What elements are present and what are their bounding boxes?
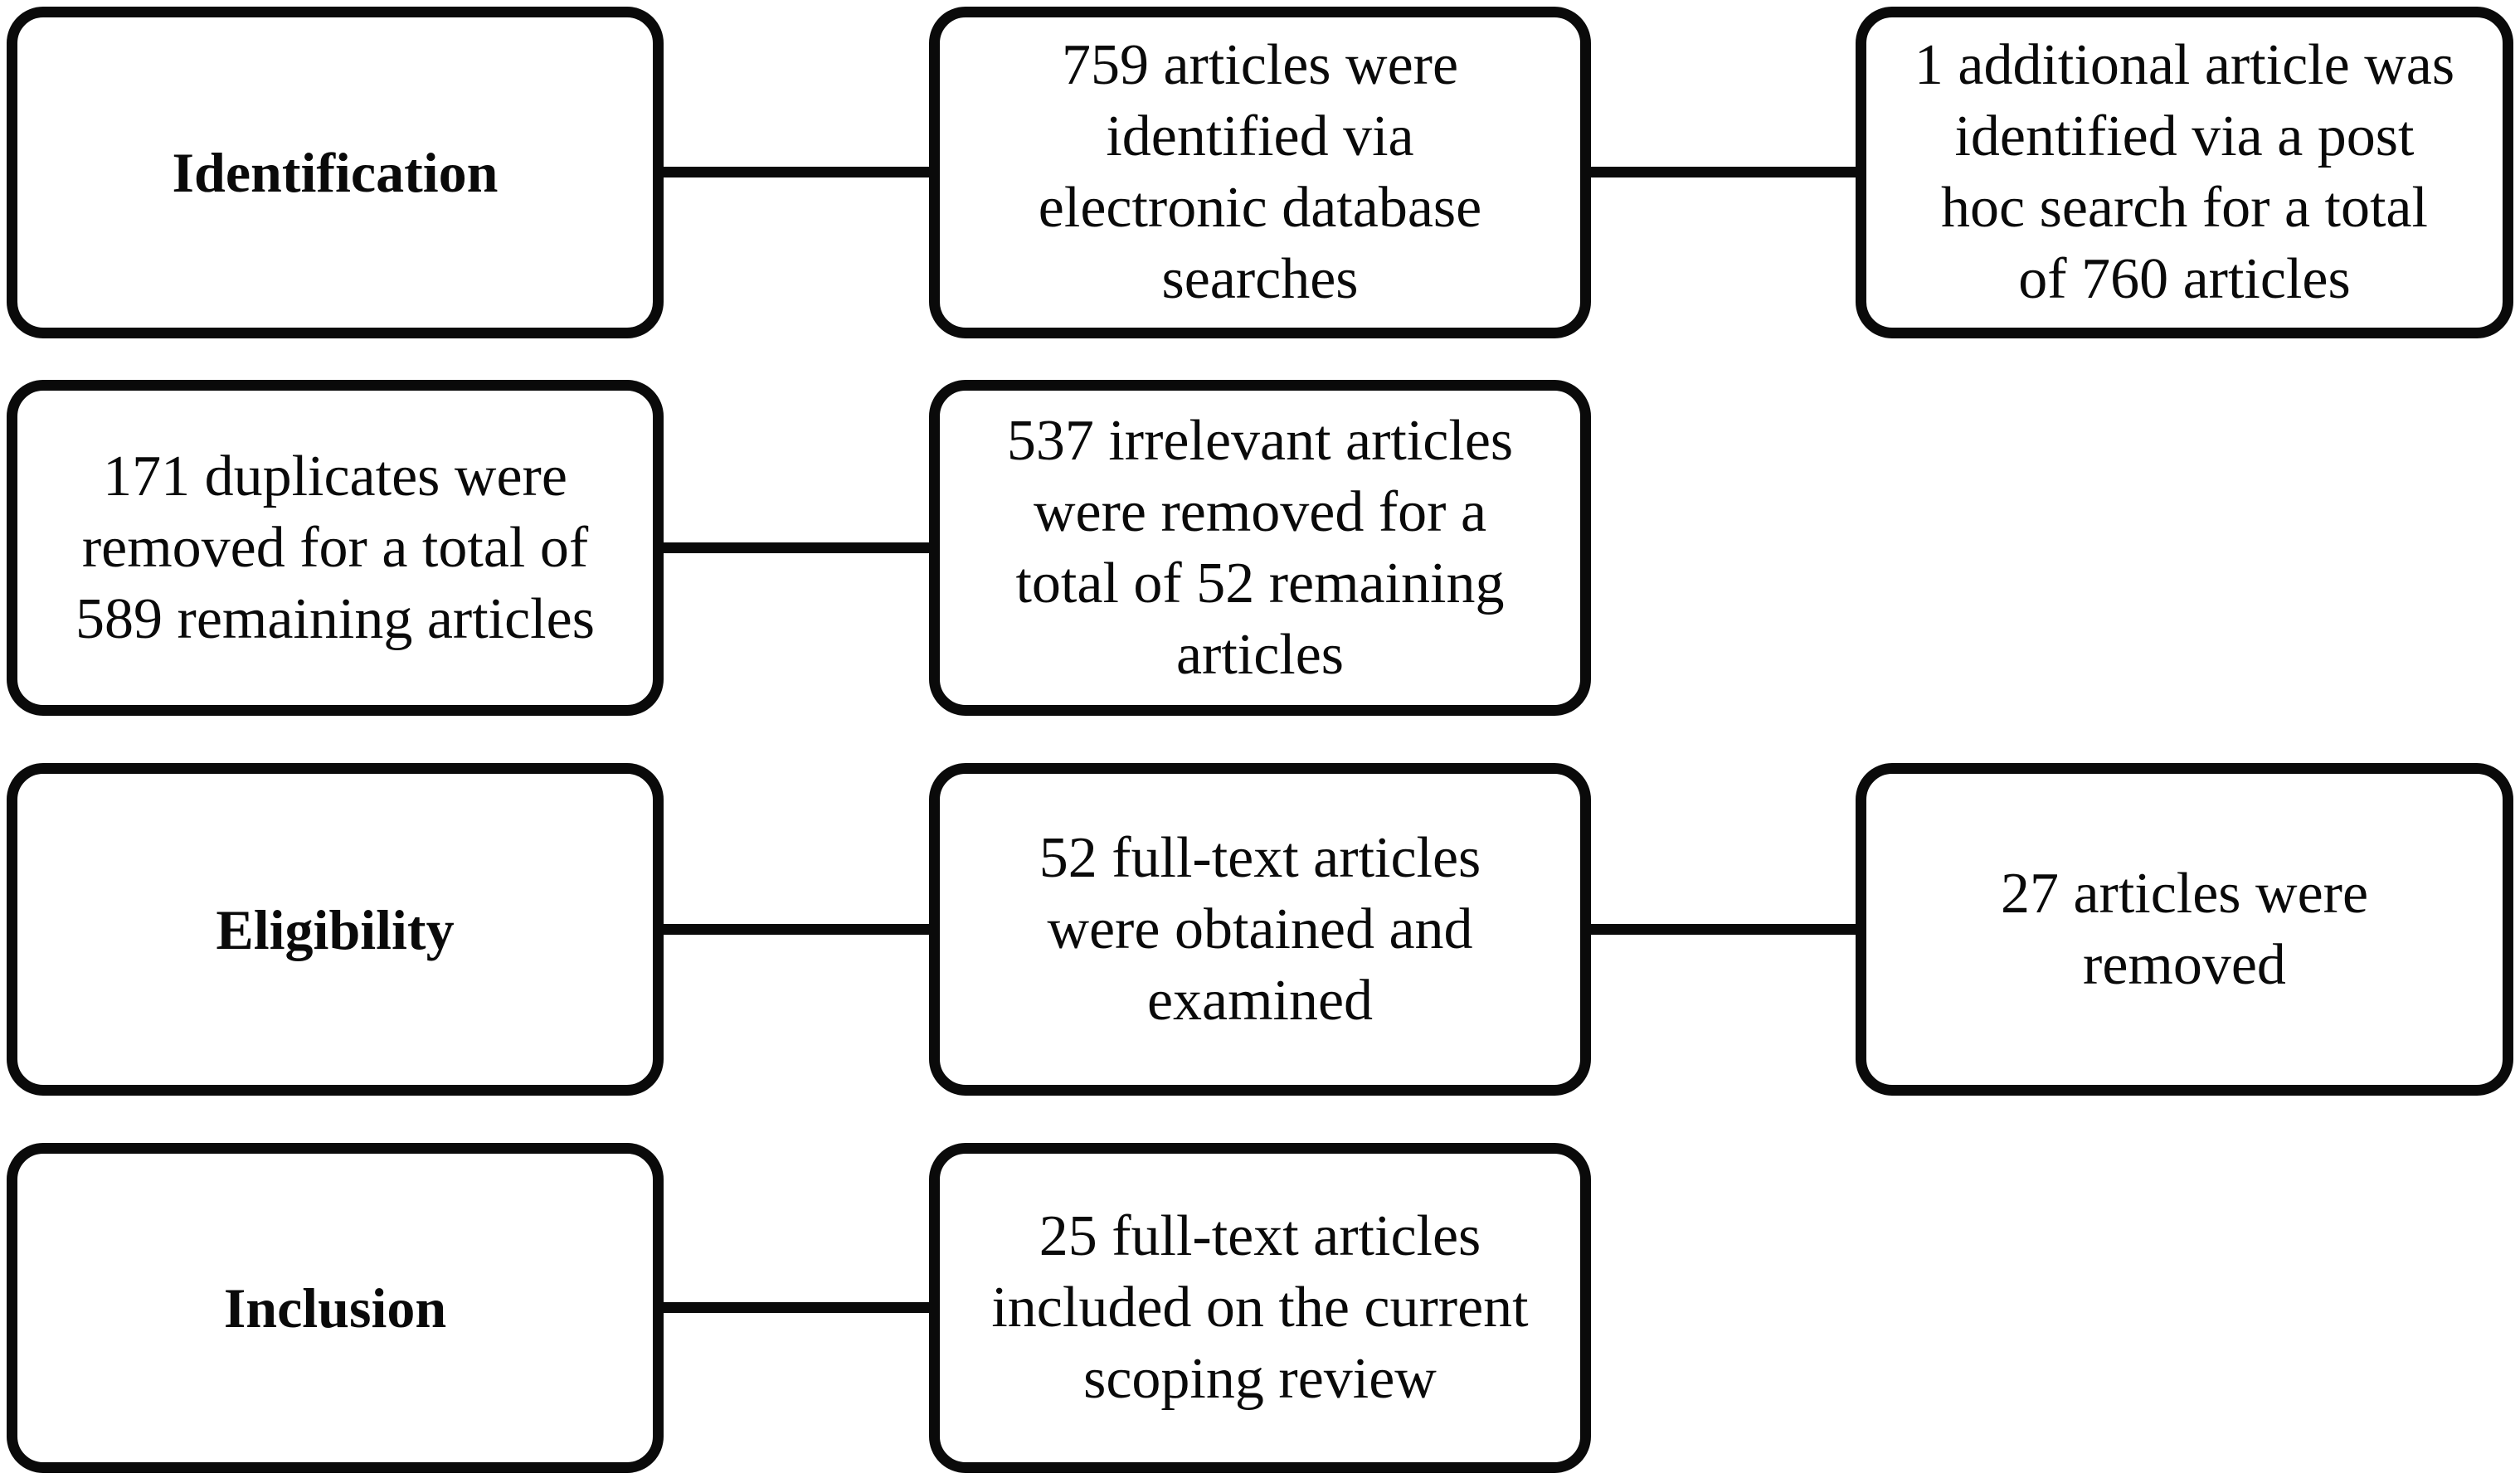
box-articles-identified-via-databases: 759 articles were identified via electro…: [929, 7, 1591, 338]
box-articles-removed: 27 articles were removed: [1856, 763, 2513, 1096]
text-line: removed: [2083, 932, 2286, 997]
box-text: 759 articles were identified via electro…: [1030, 30, 1490, 315]
stage-label-inclusion: Inclusion: [223, 1276, 447, 1339]
text-line: included on the current: [991, 1276, 1529, 1339]
text-line: removed for a total of: [81, 515, 589, 580]
text-line: examined: [1146, 968, 1374, 1033]
box-fulltext-obtained-examined: 52 full-text articles were obtained and …: [929, 763, 1591, 1096]
box-text: 52 full-text articles were obtained and …: [1031, 823, 1490, 1037]
stage-label-identification: Identification: [172, 141, 499, 204]
connector-identification-to-identified: [657, 167, 936, 177]
text-line: 1 additional article was: [1914, 33, 2455, 97]
box-text: 25 full-text articles included on the cu…: [983, 1201, 1536, 1415]
text-line: articles: [1175, 622, 1345, 687]
connector-eligibility-to-fulltext: [657, 924, 936, 935]
text-line: 27 articles were: [2000, 861, 2369, 926]
text-line: total of 52 remaining: [1015, 551, 1505, 615]
stage-label-eligibility: Eligibility: [216, 897, 455, 961]
connector-inclusion-to-included: [657, 1302, 936, 1313]
box-text: 537 irrelevant articles were removed for…: [999, 406, 1521, 691]
text-line: identified via a post: [1954, 105, 2415, 168]
box-duplicates-removed: 171 duplicates were removed for a total …: [7, 380, 664, 716]
connector-duplicates-to-irrelevant: [657, 542, 936, 553]
text-line: hoc search for a total: [1941, 176, 2428, 240]
text-line: identified via: [1106, 105, 1414, 168]
text-line: scoping review: [1083, 1347, 1437, 1411]
box-irrelevant-articles-removed: 537 irrelevant articles were removed for…: [929, 380, 1591, 716]
stage-box-identification: Identification: [7, 7, 664, 338]
stage-box-inclusion: Inclusion: [7, 1143, 664, 1473]
text-line: were removed for a: [1033, 479, 1487, 544]
text-line: 759 articles were: [1061, 33, 1459, 97]
text-line: 537 irrelevant articles: [1006, 408, 1514, 473]
box-text: 27 articles were removed: [1992, 858, 2376, 1001]
text-line: 589 remaining articles: [75, 586, 595, 651]
text-line: 25 full-text articles: [1039, 1204, 1481, 1268]
text-line: of 760 articles: [2018, 247, 2351, 311]
text-line: were obtained and: [1047, 897, 1473, 961]
text-line: electronic database: [1038, 176, 1482, 240]
connector-fulltext-to-removed: [1584, 924, 1862, 935]
text-line: 171 duplicates were: [103, 444, 567, 508]
connector-identified-to-post-hoc: [1584, 167, 1862, 177]
stage-box-eligibility: Eligibility: [7, 763, 664, 1096]
text-line: searches: [1161, 247, 1359, 311]
box-additional-article-post-hoc: 1 additional article was identified via …: [1856, 7, 2513, 338]
box-text: 1 additional article was identified via …: [1906, 30, 2463, 315]
box-fulltext-included-scoping-review: 25 full-text articles included on the cu…: [929, 1143, 1591, 1473]
box-text: 171 duplicates were removed for a total …: [67, 441, 603, 655]
text-line: 52 full-text articles: [1039, 825, 1481, 890]
